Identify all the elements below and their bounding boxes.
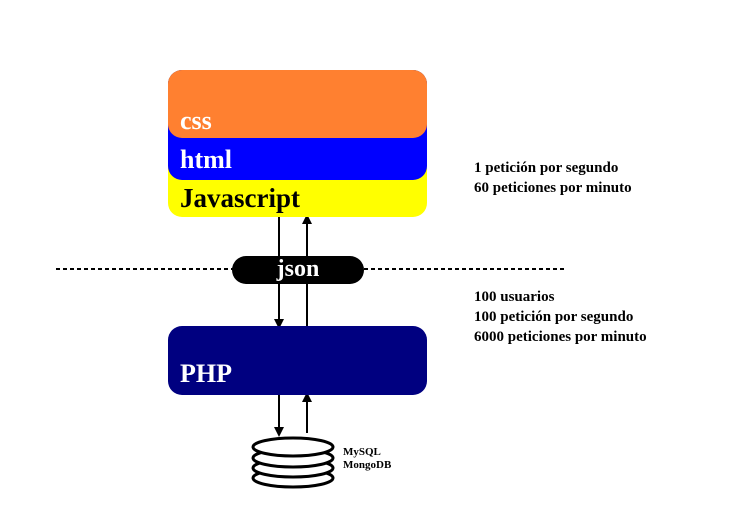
server-stat-line: 6000 peticiones por minuto — [474, 329, 647, 345]
client-stat-line: 60 peticiones por minuto — [474, 180, 632, 196]
css-label: css — [180, 106, 212, 135]
css-layer: css — [168, 70, 427, 138]
client-stats: 1 petición por segundo 60 peticiones por… — [474, 158, 632, 198]
json-pill — [232, 256, 364, 284]
server-stat-line: 100 petición por segundo — [474, 309, 634, 325]
html-label: html — [180, 145, 232, 174]
database-icon — [251, 436, 335, 489]
server-stat-line: 100 usuarios — [474, 289, 555, 305]
database-label: MongoDB — [343, 459, 392, 471]
php-box: PHP — [168, 326, 427, 395]
json-label: json — [276, 256, 320, 282]
server-stats: 100 usuarios 100 petición por segundo 60… — [474, 287, 647, 347]
database-label: MySQL — [343, 446, 381, 458]
client-stat-line: 1 petición por segundo — [474, 160, 619, 176]
javascript-label: Javascript — [180, 183, 300, 213]
database-labels: MySQL MongoDB — [343, 446, 391, 472]
php-label: PHP — [180, 359, 232, 388]
